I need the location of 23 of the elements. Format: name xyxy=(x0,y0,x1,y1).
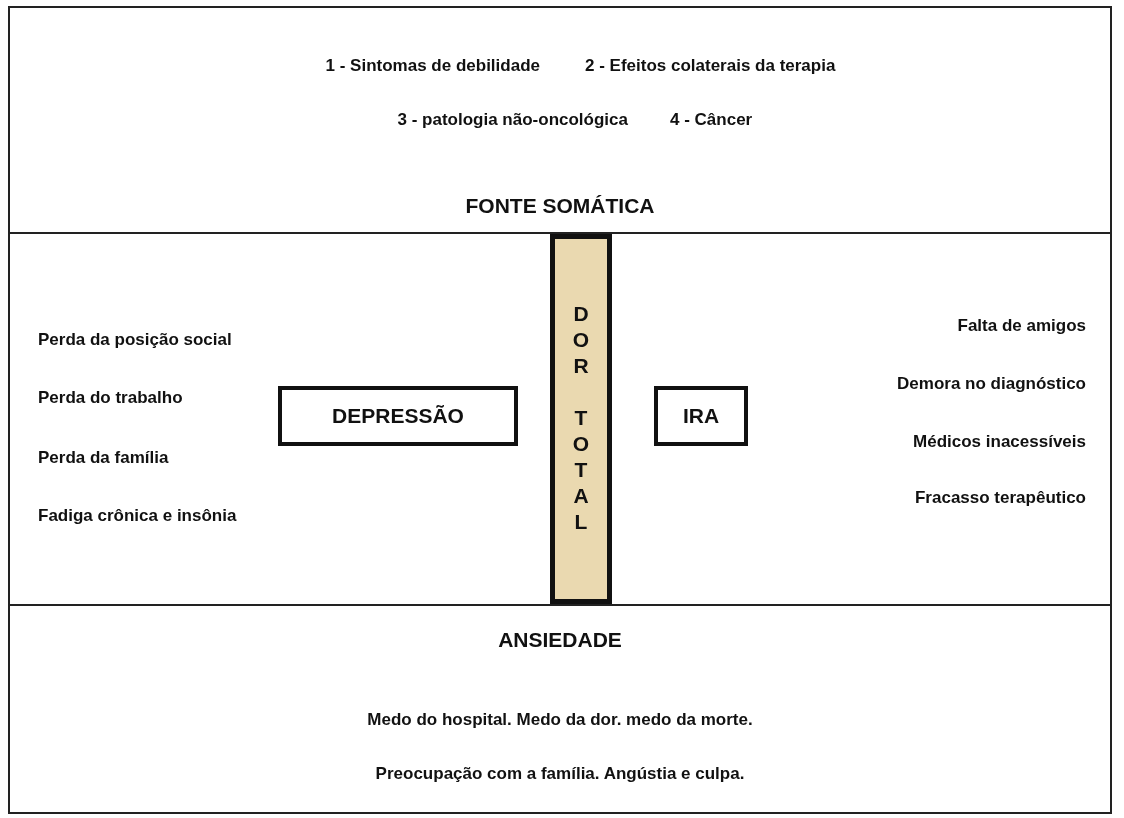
box-label: DEPRESSÃO xyxy=(332,404,464,428)
list-item-text: Demora no diagnóstico xyxy=(897,374,1086,394)
list-item-text: Perda do trabalho xyxy=(38,388,183,408)
box-label: IRA xyxy=(682,404,720,428)
section-text: 3 - patologia não-oncológica xyxy=(397,110,628,130)
section-text: 4 - Câncer xyxy=(670,110,753,130)
section-text: 1 - Sintomas de debilidade xyxy=(325,56,540,76)
section-text: 2 - Efeitos colaterais da terapia xyxy=(585,56,836,76)
section-text: Medo do hospital. Medo da dor. medo da morte. xyxy=(367,710,753,730)
section-heading: ANSIEDADE xyxy=(498,628,622,652)
bar-label: DOR TOTAL xyxy=(570,302,592,536)
section-text: Preocupação com a família. Angústia e culpa. xyxy=(375,764,745,784)
list-item-text: Fracasso terapêutico xyxy=(915,488,1086,508)
section-band xyxy=(10,234,1110,606)
section-heading: FONTE SOMÁTICA xyxy=(465,194,655,218)
list-item-text: Perda da posição social xyxy=(38,330,232,350)
list-item-text: Falta de amigos xyxy=(957,316,1086,336)
emotion-box xyxy=(278,386,518,446)
emotion-box xyxy=(654,386,748,446)
list-item-text: Perda da família xyxy=(38,448,169,468)
list-item-text: Médicos inacessíveis xyxy=(913,432,1086,452)
central-bar xyxy=(550,234,612,604)
list-item-text: Fadiga crônica e insônia xyxy=(38,506,237,526)
